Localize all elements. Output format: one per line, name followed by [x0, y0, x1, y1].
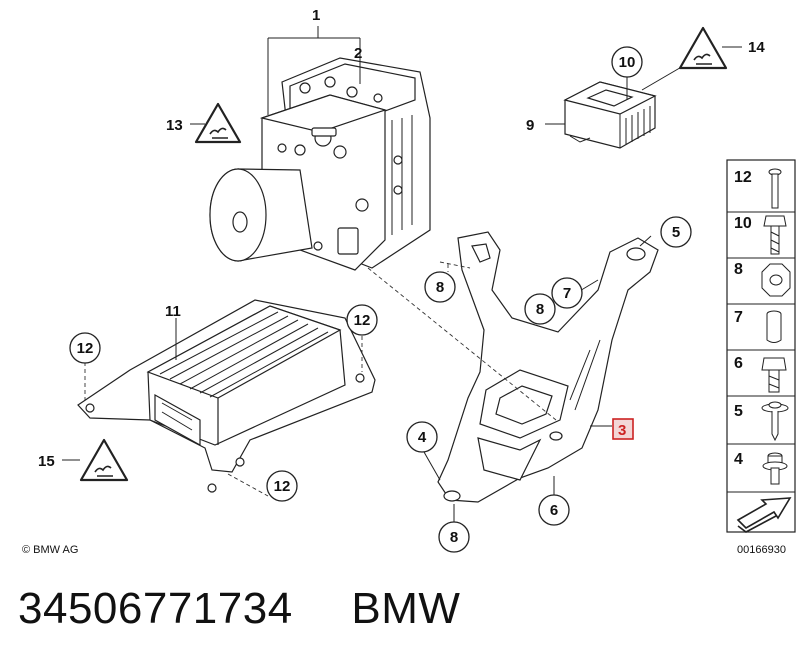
svg-text:8: 8 [734, 261, 743, 278]
fastener-legend: 12 10 8 7 [726, 159, 796, 533]
legend-row-12[interactable]: 12 [734, 168, 782, 209]
callout-circle-8-bottom: 8 [438, 521, 470, 553]
callout-circle-12-left: 12 [69, 332, 101, 364]
legend-row-5[interactable]: 5 [734, 401, 789, 442]
callout-circle-10: 10 [611, 46, 643, 78]
sensor-module[interactable] [563, 81, 657, 149]
screw-washer-icon [761, 401, 789, 442]
callout-circle-5: 5 [660, 216, 692, 248]
legend-row-10[interactable]: 10 [734, 215, 787, 255]
svg-text:8: 8 [536, 301, 544, 318]
callout-circle-8-top: 8 [424, 271, 456, 303]
bracket-assembly[interactable] [437, 231, 659, 503]
arrow-icon [736, 497, 792, 533]
svg-text:8: 8 [450, 529, 458, 546]
control-unit[interactable] [77, 299, 376, 493]
warning-triangle-icon [194, 102, 242, 144]
callout-2: 2 [354, 45, 362, 62]
svg-text:10: 10 [619, 54, 636, 71]
abs-hydraulic-unit[interactable] [209, 57, 431, 271]
svg-text:8: 8 [436, 279, 444, 296]
parts-diagram: 1 2 13 9 14 11 15 3 10 5 7 8 8 8 4 6 [22, 7, 796, 556]
callout-11: 11 [165, 303, 181, 320]
callout-13: 13 [166, 117, 183, 134]
svg-text:12: 12 [274, 478, 291, 495]
bolt-long-icon [768, 168, 782, 209]
diagram-id: 00166930 [737, 544, 786, 556]
legend-row-8[interactable]: 8 [734, 261, 791, 297]
copyright-text: © BMW AG [22, 544, 78, 556]
callout-circle-12-bottom: 12 [266, 470, 298, 502]
svg-text:7: 7 [734, 309, 743, 326]
svg-text:10: 10 [734, 215, 752, 232]
svg-text:5: 5 [672, 224, 680, 241]
svg-text:6: 6 [734, 355, 743, 372]
callout-circle-7: 7 [551, 277, 583, 309]
callout-15: 15 [38, 453, 55, 470]
callout-14: 14 [748, 39, 765, 56]
svg-text:6: 6 [550, 502, 558, 519]
hex-bolt-short-icon [761, 357, 787, 393]
svg-text:4: 4 [418, 429, 427, 446]
callout-circle-4: 4 [406, 421, 438, 453]
warning-triangle-icon [79, 438, 129, 482]
callout-3-highlight[interactable] [612, 418, 634, 440]
rubber-mount-icon [762, 452, 788, 485]
svg-text:4: 4 [734, 451, 743, 468]
sleeve-icon [766, 310, 782, 343]
svg-text:12: 12 [734, 169, 752, 186]
legend-row-4[interactable]: 4 [734, 451, 788, 485]
part-caption: 34506771734 BMW [18, 584, 460, 634]
part-number: 34506771734 [18, 584, 293, 633]
callout-circle-6: 6 [538, 494, 570, 526]
callout-circle-8-mid: 8 [524, 293, 556, 325]
callout-9: 9 [526, 117, 534, 134]
callout-circle-12-right: 12 [346, 304, 378, 336]
svg-text:12: 12 [354, 312, 371, 329]
svg-text:7: 7 [563, 285, 571, 302]
hex-nut-icon [761, 263, 791, 297]
callout-3: 3 [618, 422, 626, 439]
brand-name: BMW [351, 584, 461, 633]
legend-row-6[interactable]: 6 [734, 355, 787, 393]
warning-triangle-icon [678, 26, 728, 70]
legend-row-7[interactable]: 7 [734, 309, 782, 343]
callout-1: 1 [312, 7, 320, 24]
hex-bolt-icon [763, 215, 787, 255]
svg-text:12: 12 [77, 340, 94, 357]
svg-text:5: 5 [734, 403, 743, 420]
